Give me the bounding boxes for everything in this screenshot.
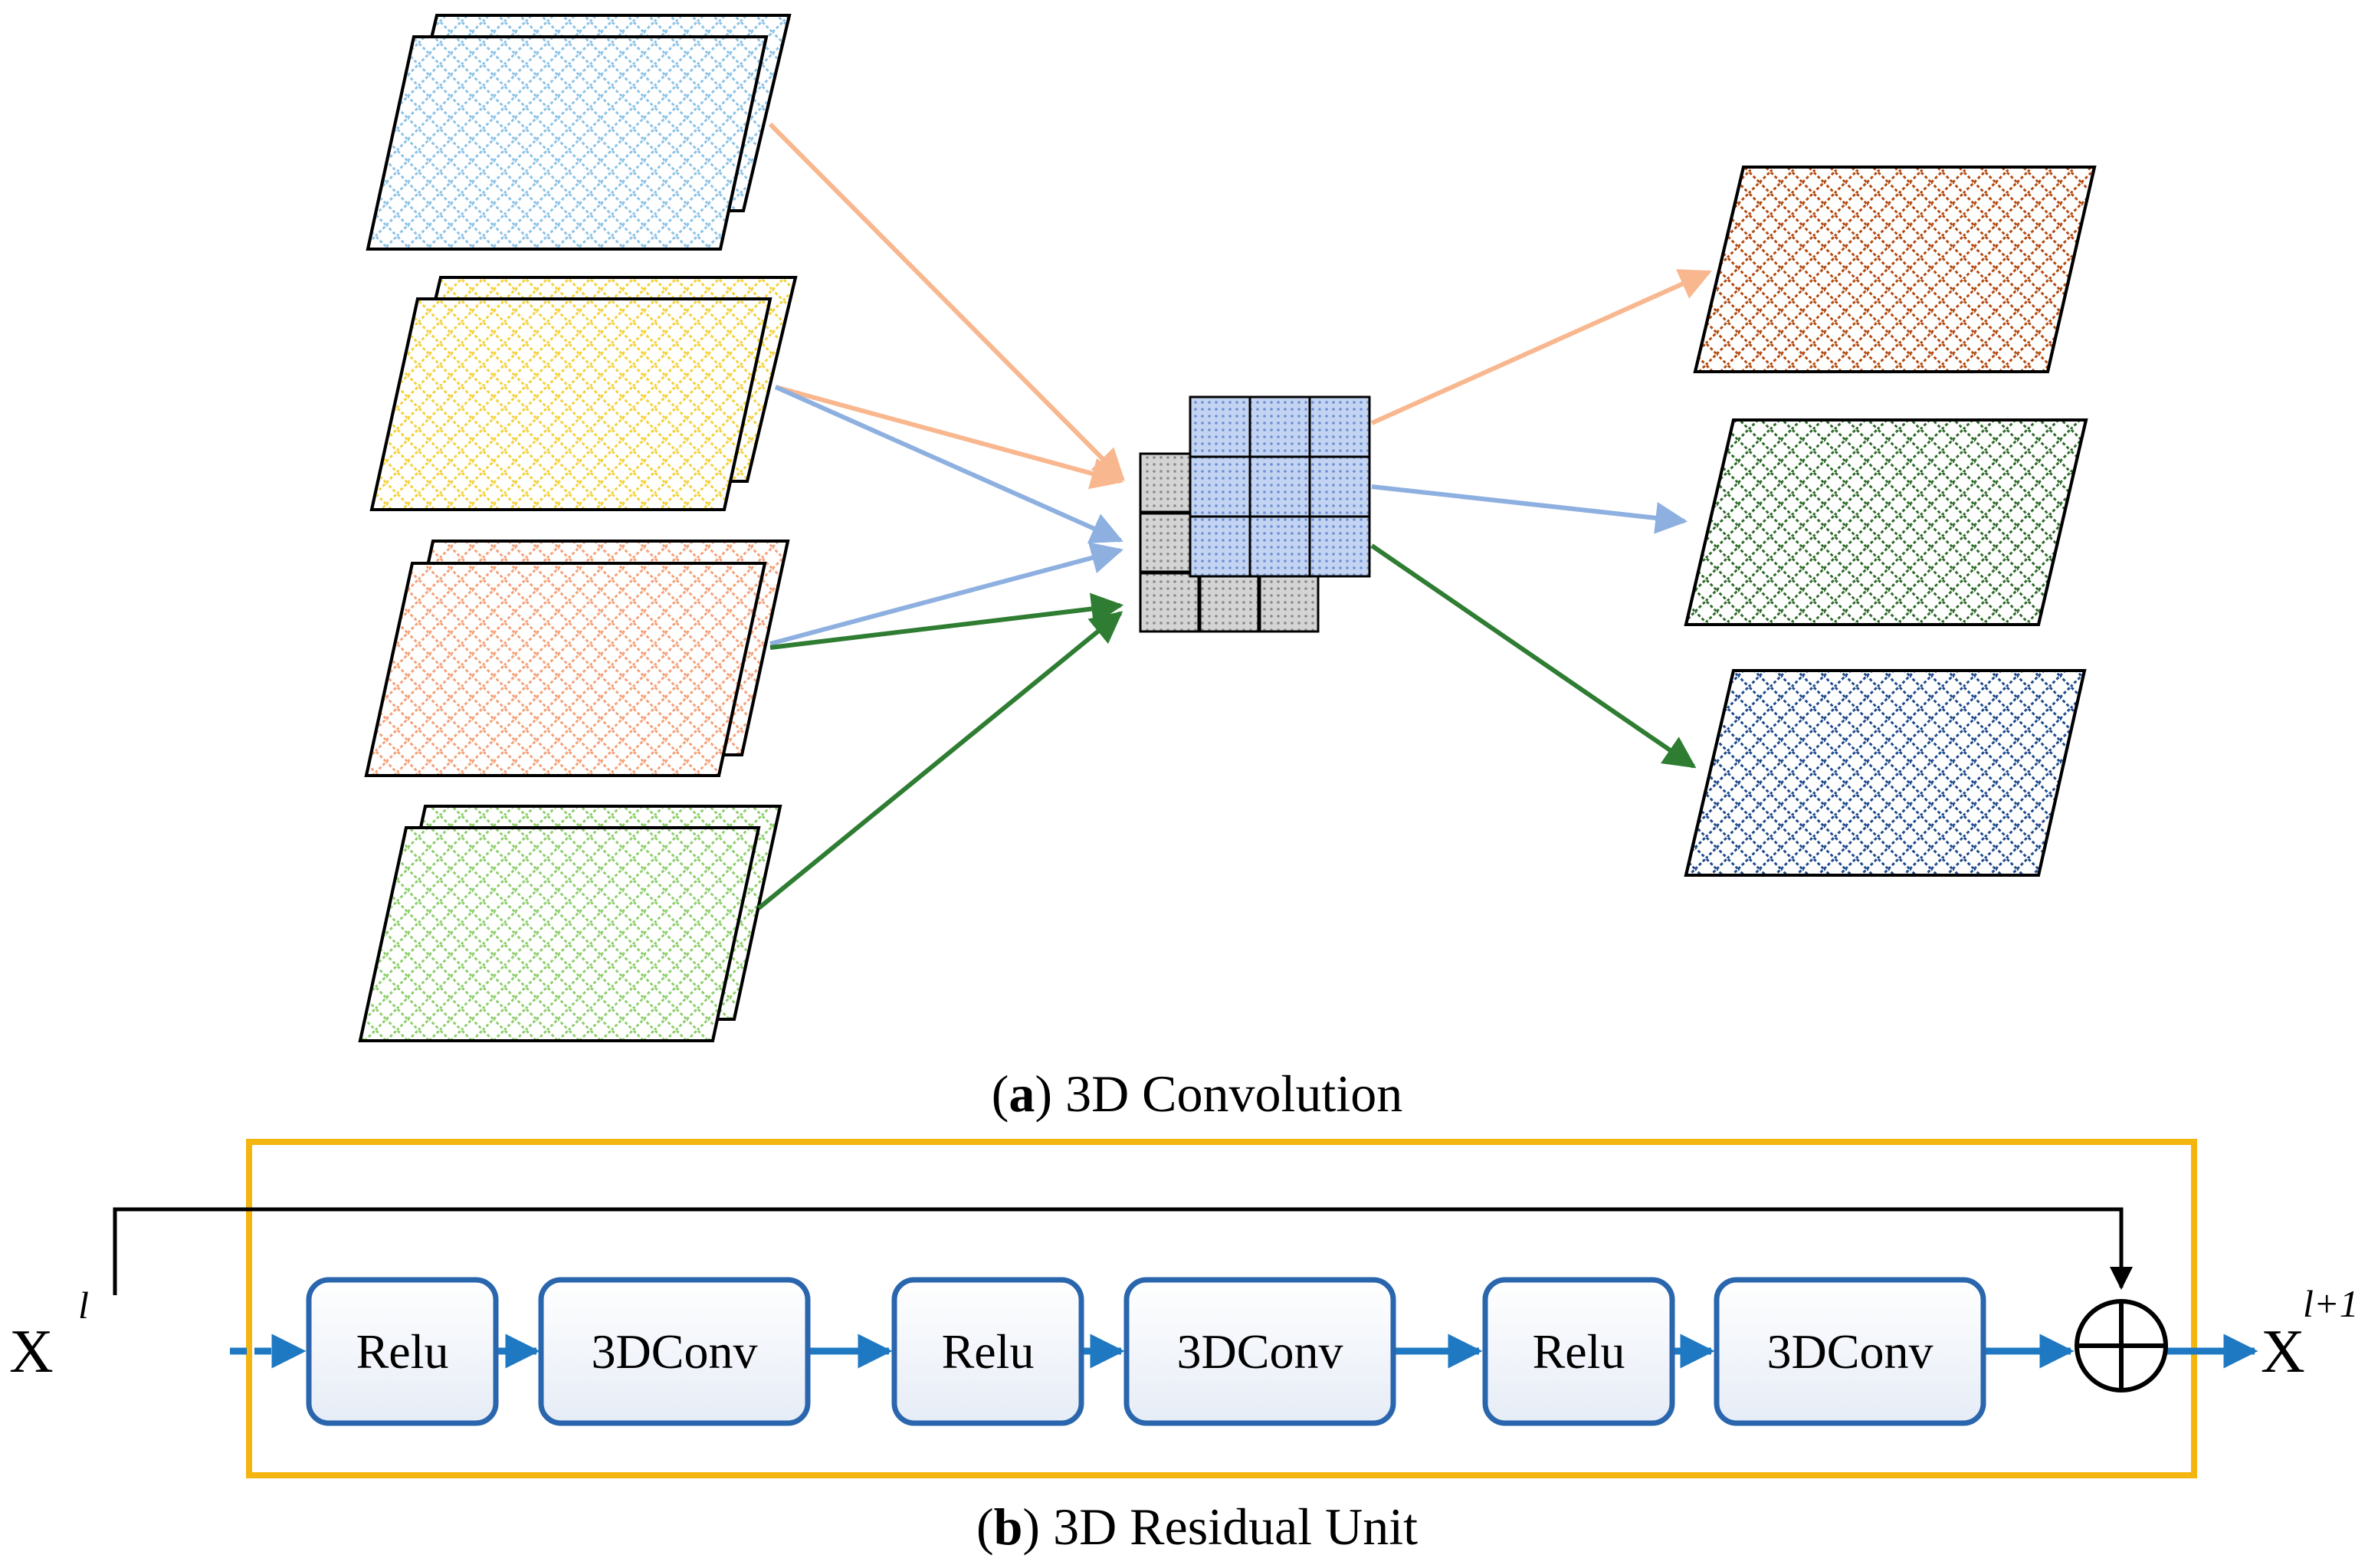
arrow-green-2 (757, 611, 1123, 910)
output-superscript: l+1 (2303, 1282, 2359, 1325)
caption-a: (a) 3D Convolution (992, 1064, 1402, 1123)
arrows-input-to-kernel (757, 122, 1125, 910)
block-3dconv-3-label: 3DConv (1767, 1324, 1934, 1379)
block-3dconv-3: 3DConv (1714, 1277, 1986, 1426)
caption-a-letter: a (1009, 1064, 1035, 1123)
block-relu-1: Relu (306, 1277, 499, 1426)
arrow-blue-1 (774, 385, 1123, 543)
output-map-green (1684, 418, 2088, 626)
block-3dconv-2: 3DConv (1123, 1277, 1396, 1426)
block-3dconv-2-label: 3DConv (1177, 1324, 1343, 1379)
block-relu-3: Relu (1482, 1277, 1675, 1426)
block-3dconv-1-label: 3DConv (592, 1324, 758, 1379)
arrow-orange-2 (775, 385, 1124, 490)
kernel-front-layer (1189, 395, 1371, 578)
output-symbol: X (2261, 1318, 2305, 1386)
kernel-back-layer (1139, 452, 1320, 633)
caption-b: (b) 3D Residual Unit (976, 1497, 1418, 1556)
output-map-navy (1684, 669, 2087, 877)
input-map-green (358, 805, 782, 1042)
block-relu-2: Relu (891, 1277, 1084, 1426)
residual-frame (246, 1139, 2197, 1478)
input-map-orange (364, 540, 790, 777)
block-relu-1-label: Relu (356, 1324, 449, 1379)
output-map-brown (1693, 166, 2097, 373)
input-symbol: X (9, 1318, 54, 1386)
caption-b-text: 3D Residual Unit (1053, 1497, 1418, 1556)
arrow-green-out (1370, 543, 1697, 769)
block-relu-2-label: Relu (942, 1324, 1035, 1379)
caption-b-letter: b (994, 1497, 1023, 1556)
caption-a-text: 3D Convolution (1065, 1064, 1402, 1123)
sum-node-icon (2075, 1299, 2168, 1393)
skip-connection (113, 1207, 2133, 1295)
input-map-blue (366, 14, 792, 251)
kernel-3x3x3 (1139, 395, 1371, 633)
block-3dconv-1: 3DConv (538, 1277, 811, 1426)
arrows-kernel-to-output (1370, 269, 1712, 769)
arrow-blue-2 (769, 542, 1124, 646)
arrow-blue-out (1371, 484, 1688, 534)
arrow-orange-1 (768, 122, 1125, 481)
block-relu-3-label: Relu (1533, 1324, 1625, 1379)
arrow-orange-out (1370, 269, 1712, 425)
arrow-green-1 (769, 592, 1124, 650)
input-superscript: l (78, 1284, 89, 1327)
input-map-yellow (369, 276, 798, 511)
